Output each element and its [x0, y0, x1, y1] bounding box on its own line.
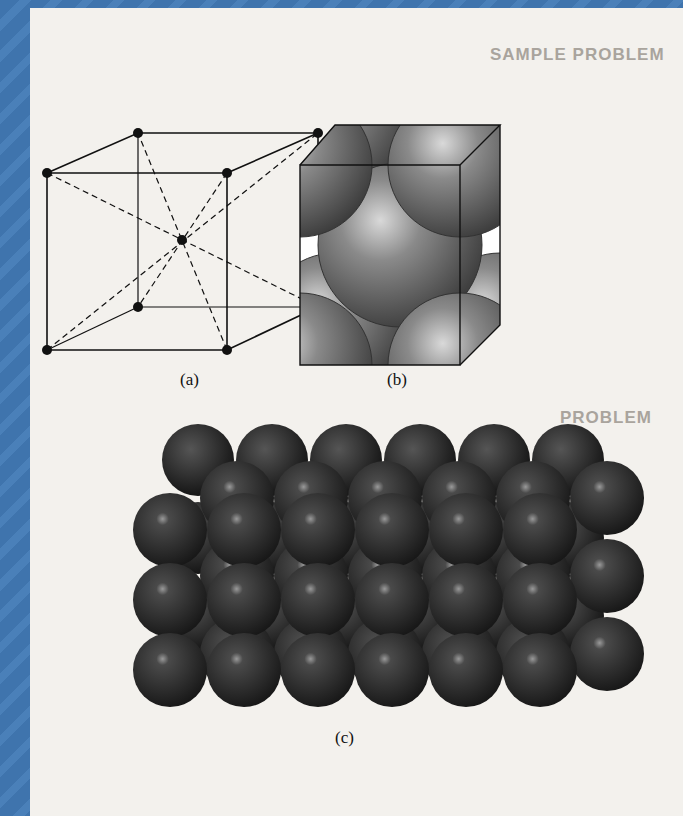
figure-label: (c) — [335, 728, 354, 748]
front-atom — [429, 563, 503, 637]
figure-label: (b) — [387, 370, 407, 390]
sphere-packing — [133, 424, 644, 707]
front-atom — [355, 493, 429, 567]
middle-atom — [570, 461, 644, 535]
front-atom — [207, 563, 281, 637]
front-atom — [355, 563, 429, 637]
front-atom — [133, 563, 207, 637]
lattice-point — [222, 168, 232, 178]
lattice-point — [313, 128, 323, 138]
front-atom — [207, 493, 281, 567]
front-atom — [281, 563, 355, 637]
middle-atom — [570, 539, 644, 613]
show-through-text: PROBLEM — [560, 408, 652, 428]
lattice-point — [42, 345, 52, 355]
lattice-point — [133, 128, 143, 138]
show-through-text: SAMPLE PROBLEM — [490, 45, 665, 65]
front-atom — [207, 633, 281, 707]
front-atom — [281, 633, 355, 707]
front-atom — [355, 633, 429, 707]
front-atom — [133, 493, 207, 567]
front-atom — [429, 633, 503, 707]
middle-atom — [570, 617, 644, 691]
front-atom — [429, 493, 503, 567]
front-atom — [503, 563, 577, 637]
lattice-point — [177, 235, 187, 245]
figure-label: (a) — [180, 370, 199, 390]
front-atom — [503, 493, 577, 567]
bcc-unit-cell — [228, 53, 572, 437]
lattice-point — [42, 168, 52, 178]
lattice-point — [133, 302, 143, 312]
front-atom — [503, 633, 577, 707]
front-atom — [281, 493, 355, 567]
lattice-point — [222, 345, 232, 355]
bcc-lattice-cube — [47, 133, 318, 350]
front-atom — [133, 633, 207, 707]
